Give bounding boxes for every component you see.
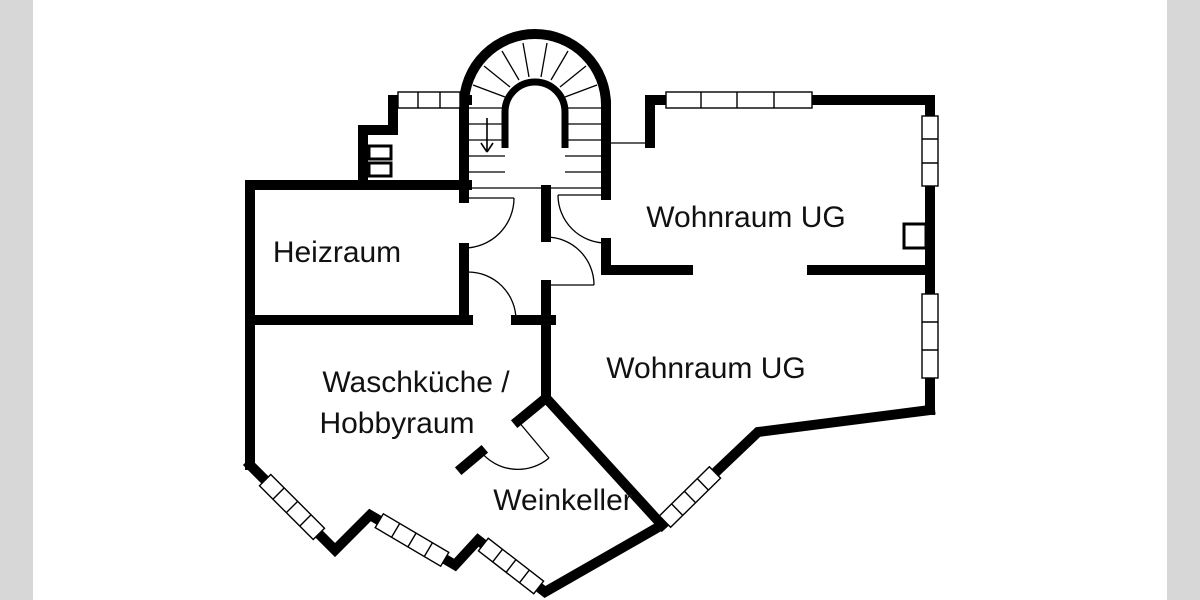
window-topleft xyxy=(397,91,461,109)
door-wohnraum xyxy=(557,194,607,244)
room-label-wohnraum-top: Wohnraum UG xyxy=(646,201,846,234)
door-heizraum xyxy=(463,197,515,249)
room-label-waschkueche-line1: Waschküche / xyxy=(322,366,510,399)
duct-icon xyxy=(902,222,928,250)
flue-icon xyxy=(367,144,393,161)
chimney-flues xyxy=(367,144,393,178)
window-bay-left-1 xyxy=(258,473,326,541)
window-bay-weinkeller xyxy=(477,537,545,595)
matte-left xyxy=(0,0,33,600)
room-label-wohnraum-bottom: Wohnraum UG xyxy=(606,352,806,385)
matte-right xyxy=(1167,0,1200,600)
door-weinkeller xyxy=(480,420,550,471)
spiral-stairs xyxy=(469,42,601,189)
windows xyxy=(258,91,939,595)
window-bay-left-2 xyxy=(374,512,450,568)
wall-weinkeller-nw xyxy=(454,390,554,476)
wall-stair-tower-arc xyxy=(458,29,612,111)
stair-inner-wall xyxy=(501,78,569,148)
flue-icon xyxy=(367,161,393,178)
window-bay-wohnraum xyxy=(658,465,722,529)
window-right-upper xyxy=(921,115,939,187)
window-topright xyxy=(665,91,813,109)
room-label-weinkeller: Weinkeller xyxy=(493,484,633,517)
door-waschkueche xyxy=(467,271,517,321)
door-hall xyxy=(545,236,595,286)
window-right-lower xyxy=(921,293,939,379)
wall-chimney-box xyxy=(358,95,398,190)
wall-weinkeller-ne xyxy=(538,390,670,533)
doors xyxy=(463,194,607,471)
room-label-waschkueche-line2: Hobbyraum xyxy=(319,407,474,440)
room-label-heizraum: Heizraum xyxy=(273,236,401,269)
stairs-down-arrow-icon xyxy=(480,118,494,153)
